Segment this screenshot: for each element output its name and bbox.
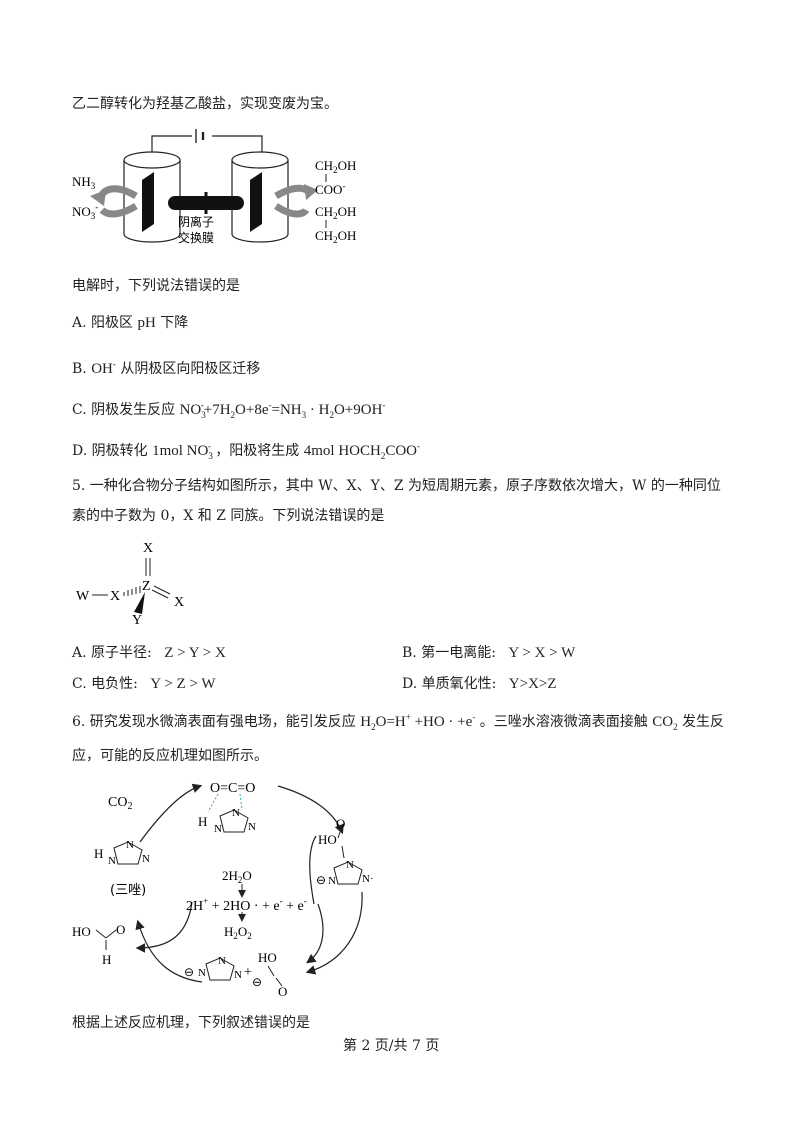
label-nh3: NH3 (72, 174, 96, 191)
q4-option-d-formula-1: 1mol NO3- (152, 441, 213, 461)
atom-x-left: X (110, 589, 120, 604)
svg-text:HO: HO (258, 950, 277, 965)
svg-text:⊖: ⊖ (316, 873, 326, 887)
q5-option-d-label: D. 单质氧化性: (402, 676, 497, 692)
q4-option-d-text: ，阳极将生成 (215, 443, 300, 459)
q5-option-d-formula: Y>X>Z (508, 676, 557, 692)
svg-text:N: N (218, 955, 226, 967)
svg-text:⊖: ⊖ (252, 975, 262, 989)
svg-text:HO: HO (318, 832, 337, 847)
q5-stem-line-1: 5. 一种化合物分子结构如图所示，其中 W、X、Y、Z 为短周期元素，原子序数依… (72, 478, 721, 494)
svg-text:N: N (248, 821, 256, 833)
center-2h2o: 2H2O (222, 868, 252, 885)
svg-text:H: H (102, 952, 111, 967)
page-footer: 第 2 页/共 7 页 (343, 1038, 440, 1054)
reaction-mechanism-diagram: CO2 O=C=O H N N N H N N N (三唑) HO O ⊖ N … (72, 781, 374, 999)
svg-text:HO: HO (72, 924, 91, 939)
electrolysis-cell-diagram: NH3 NO3- CH2OH COO- CH2OH CH2OH 阴离子 交换膜 (72, 129, 356, 245)
q5-option-d: D. 单质氧化性: Y>X>Z (402, 674, 732, 694)
intro-line: 乙二醇转化为羟基乙酸盐，实现变废为宝。 (72, 96, 338, 112)
svg-text:⊖: ⊖ (184, 965, 194, 979)
svg-text:N: N (198, 967, 206, 979)
atom-y: Y (132, 613, 142, 626)
q4-option-a: A. 阳极区 pH 下降 (72, 313, 188, 333)
q4-option-d: D. 阴极转化 1mol NO3- ，阳极将生成 4mol HOCH2COO- (72, 436, 420, 466)
q6-stem-part-3: 发生反 (682, 714, 725, 730)
q5-option-b-label: B. 第一电离能: (402, 645, 496, 661)
atom-x-top: X (143, 541, 153, 556)
triazole-name: (三唑) (110, 882, 146, 898)
label-ch2oh-2: CH2OH (315, 204, 356, 221)
molecule-structure: X Z W X Y X (76, 541, 184, 626)
svg-text:N: N (346, 859, 354, 871)
q5-option-a: A. 原子半径: Z > Y > X (72, 643, 402, 663)
q4-stem: 电解时，下列说法错误的是 (72, 278, 240, 294)
q6-equation: H2O=H+ +HO · +e- (360, 712, 476, 732)
q5-option-b-formula: Y > X > W (508, 645, 576, 661)
svg-text:N: N (234, 969, 242, 981)
q5-options-row-2: C. 电负性: Y > Z > W D. 单质氧化性: Y>X>Z (72, 674, 732, 694)
atom-x-right: X (174, 595, 184, 610)
svg-text:N: N (214, 823, 222, 835)
svg-text:N: N (142, 853, 150, 865)
q4-option-a-text: 下降 (160, 315, 189, 331)
q4-option-b: B. OH- 从阴极区向阳极区迁移 (72, 354, 260, 379)
q4-option-a-label: A. 阳极区 (72, 315, 134, 331)
q5-option-c-formula: Y > Z > W (150, 676, 216, 692)
svg-text:+: + (244, 965, 252, 980)
label-ch2oh-3: CH2OH (315, 228, 356, 245)
q6-stem-part-1: 6. 研究发现水微滴表面有强电场，能引发反应 (72, 714, 356, 730)
q4-option-c-label: C. 阴极发生反应 (72, 402, 176, 418)
atom-w: W (76, 589, 90, 604)
svg-text:N·: N· (362, 873, 374, 885)
label-no3: NO3- (72, 202, 98, 221)
svg-text:N: N (108, 855, 116, 867)
q5-option-a-formula: Z > Y > X (164, 645, 226, 661)
svg-text:O: O (116, 922, 125, 937)
q4-option-b-label: B. (72, 361, 92, 377)
q4-option-d-label: D. 阴极转化 (72, 443, 148, 459)
q4-option-b-text: 从阴极区向阳极区迁移 (120, 361, 261, 377)
svg-text:H: H (94, 846, 103, 861)
q6-stem-line-1: 6. 研究发现水微滴表面有强电场，能引发反应 H2O=H+ +HO · +e- … (72, 707, 724, 737)
membrane-label-1: 阴离子 (178, 214, 214, 229)
svg-text:O: O (278, 984, 287, 999)
complex-o-c-o: O=C=O (210, 781, 255, 796)
membrane-label-2: 交换膜 (178, 230, 214, 245)
q6-co2-formula: CO2 (652, 714, 678, 732)
svg-text:N: N (232, 807, 240, 819)
q5-options-row-1: A. 原子半径: Z > Y > X B. 第一电离能: Y > X > W (72, 643, 732, 663)
atom-z: Z (142, 579, 151, 594)
q6-stem-line-2: 应，可能的反应机理如图所示。 (72, 748, 268, 764)
diagram-co2: CO2 (108, 795, 132, 812)
q4-option-c: C. 阴极发生反应 NO3-+7H2O+8e-=NH3 · H2O+9OH- (72, 395, 385, 425)
q5-option-a-label: A. 原子半径: (72, 645, 152, 661)
q5-stem-line-2: 素的中子数为 0，X 和 Z 同族。下列说法错误的是 (72, 508, 385, 524)
label-coo: COO- (315, 181, 345, 197)
q5-option-c: C. 电负性: Y > Z > W (72, 674, 402, 694)
q5-option-c-label: C. 电负性: (72, 676, 138, 692)
q6-stem-part-2: 。三唑水溶液微滴表面接触 (479, 714, 648, 730)
svg-text:N: N (126, 839, 134, 851)
svg-text:H: H (198, 814, 207, 829)
q5-option-b: B. 第一电离能: Y > X > W (402, 643, 732, 663)
q4-option-b-formula: OH- (91, 359, 116, 377)
center-h2o2: H2O2 (224, 924, 252, 941)
q4-option-c-formula: NO3-+7H2O+8e-=NH3 · H2O+9OH- (179, 400, 386, 420)
q4-option-a-formula: pH (137, 315, 156, 331)
q4-option-d-formula-2: 4mol HOCH2COO- (303, 441, 421, 461)
center-equation: 2H+ + 2HO · + e- + e- (186, 896, 307, 914)
q6-stem-line-3: 根据上述反应机理，下列叙述错误的是 (72, 1015, 310, 1031)
svg-text:N: N (328, 875, 336, 887)
label-ch2oh-1: CH2OH (315, 158, 356, 175)
svg-text:O: O (336, 816, 345, 831)
